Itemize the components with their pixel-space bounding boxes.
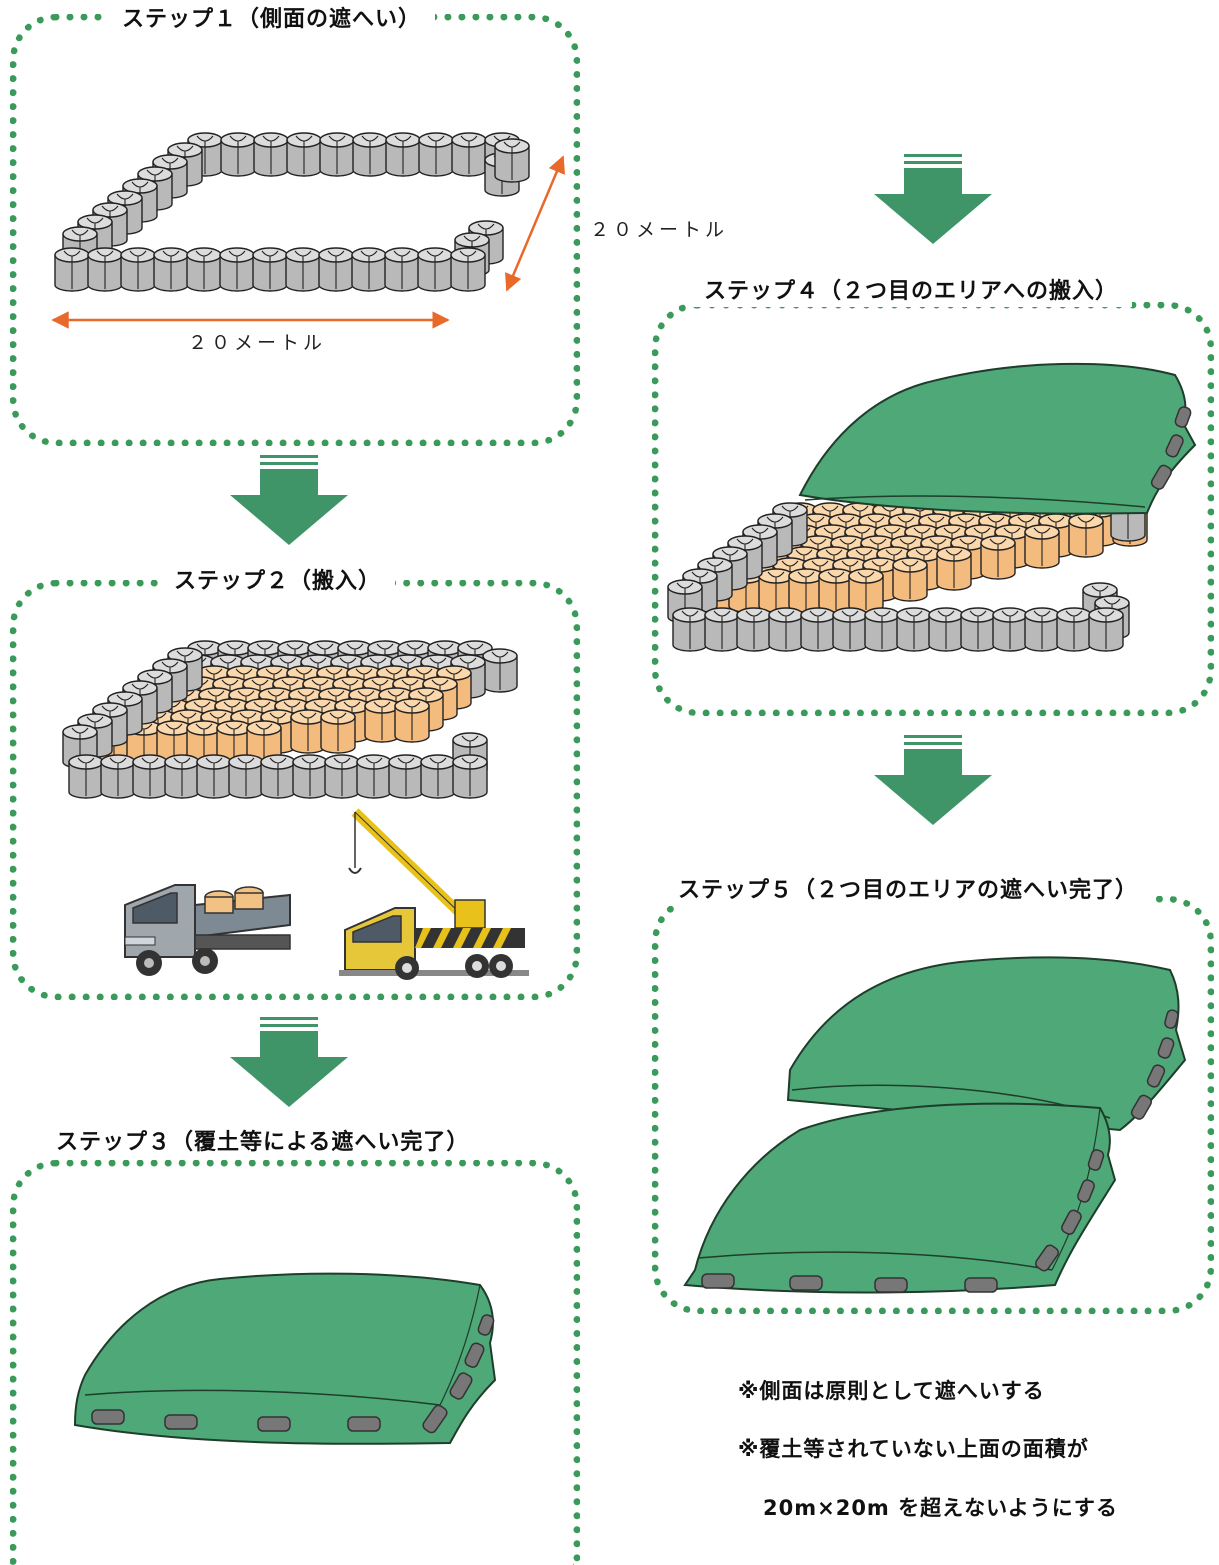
green-cover-sheet-icon <box>798 362 1197 515</box>
flexible-container-bag-icon <box>832 607 868 652</box>
flexible-container-bag-icon <box>1024 524 1060 569</box>
green-cover-sheet-icon <box>73 1272 497 1445</box>
flexible-container-bag-icon <box>1056 607 1092 652</box>
flexible-container-bag-icon <box>451 132 487 177</box>
flexible-container-bag-icon <box>220 132 256 177</box>
down-arrow-icon <box>230 1017 348 1107</box>
flexible-container-bag-icon <box>936 546 972 591</box>
note-line-2: ※覆土等されていない上面の面積が <box>738 1437 1089 1461</box>
flexible-container-bag-icon <box>364 698 400 743</box>
flexible-container-bag-icon <box>992 607 1028 652</box>
step1-title: ステップ１（側面の遮へい） <box>108 5 436 35</box>
flexible-container-bag-icon <box>388 754 424 799</box>
flexible-container-bag-icon <box>385 132 421 177</box>
step3-panel <box>10 1160 580 1565</box>
flexible-container-bag-icon <box>704 607 740 652</box>
flexible-container-bag-icon <box>818 568 854 613</box>
flexible-container-bag-icon <box>452 754 488 799</box>
step5-title: ステップ５（２つ目のエリアの遮へい完了） <box>664 876 1153 906</box>
flexible-container-bag-icon <box>320 709 356 754</box>
flexible-container-bag-icon <box>260 754 296 799</box>
flexible-container-bag-icon <box>384 247 420 292</box>
crane-truck-icon <box>339 808 529 980</box>
flexible-container-bag-icon <box>848 568 884 613</box>
flexible-container-bag-icon <box>54 247 90 292</box>
down-arrow-icon <box>874 735 992 825</box>
dimension-arrow-icon <box>51 155 565 329</box>
flexible-container-bag-icon <box>758 568 794 613</box>
down-arrow-icon <box>874 154 992 244</box>
note-line-1: ※側面は原則として遮へいする <box>738 1379 1045 1403</box>
flexible-container-bag-icon <box>228 754 264 799</box>
flexible-container-bag-icon <box>164 754 200 799</box>
flexible-container-bag-icon <box>788 568 824 613</box>
flexible-container-bag-icon <box>290 709 326 754</box>
flexible-container-bag-icon <box>153 247 189 292</box>
flexible-container-bag-icon <box>351 247 387 292</box>
green-cover-sheet-icon <box>683 956 1187 1294</box>
flexible-container-bag-icon <box>418 132 454 177</box>
step2-title: ステップ２（搬入） <box>160 567 396 597</box>
flexible-container-bag-icon <box>980 535 1016 580</box>
flexible-container-bag-icon <box>450 247 486 292</box>
flexible-container-bag-icon <box>1088 607 1124 652</box>
flexible-container-bag-icon <box>352 132 388 177</box>
flexible-container-bag-icon <box>420 754 456 799</box>
flexible-container-bag-icon <box>672 607 708 652</box>
flexible-container-bag-icon <box>87 247 123 292</box>
flexible-container-bag-icon <box>68 754 104 799</box>
depth-dimension-label: ２０メートル <box>590 219 729 241</box>
flexible-container-bag-icon <box>864 607 900 652</box>
down-arrow-icon <box>230 455 348 545</box>
truck-icon <box>124 884 291 976</box>
flexible-container-bag-icon <box>292 754 328 799</box>
flexible-container-bag-icon <box>1068 513 1104 558</box>
flexible-container-bag-icon <box>960 607 996 652</box>
flexible-container-bag-icon <box>394 698 430 743</box>
flexible-container-bag-icon <box>324 754 360 799</box>
flexible-container-bag-icon <box>928 607 964 652</box>
flexible-container-bag-icon <box>892 557 928 602</box>
flexible-container-bag-icon <box>768 607 804 652</box>
flexible-container-bag-icon <box>120 247 156 292</box>
width-dimension-label: ２０メートル <box>188 332 327 354</box>
flexible-container-bag-icon <box>253 132 289 177</box>
flexible-container-bag-icon <box>186 247 222 292</box>
flexible-container-bag-icon <box>286 132 322 177</box>
step4-title: ステップ４（２つ目のエリアへの搬入） <box>690 277 1133 307</box>
flexible-container-bag-icon <box>800 607 836 652</box>
flexible-container-bag-icon <box>736 607 772 652</box>
flexible-container-bag-icon <box>896 607 932 652</box>
step3-title: ステップ３（覆土等による遮へい完了） <box>42 1128 484 1158</box>
flexible-container-bag-icon <box>132 754 168 799</box>
note-line-3: 20m×20m を超えないようにする <box>763 1496 1118 1520</box>
flexible-container-bag-icon <box>1024 607 1060 652</box>
